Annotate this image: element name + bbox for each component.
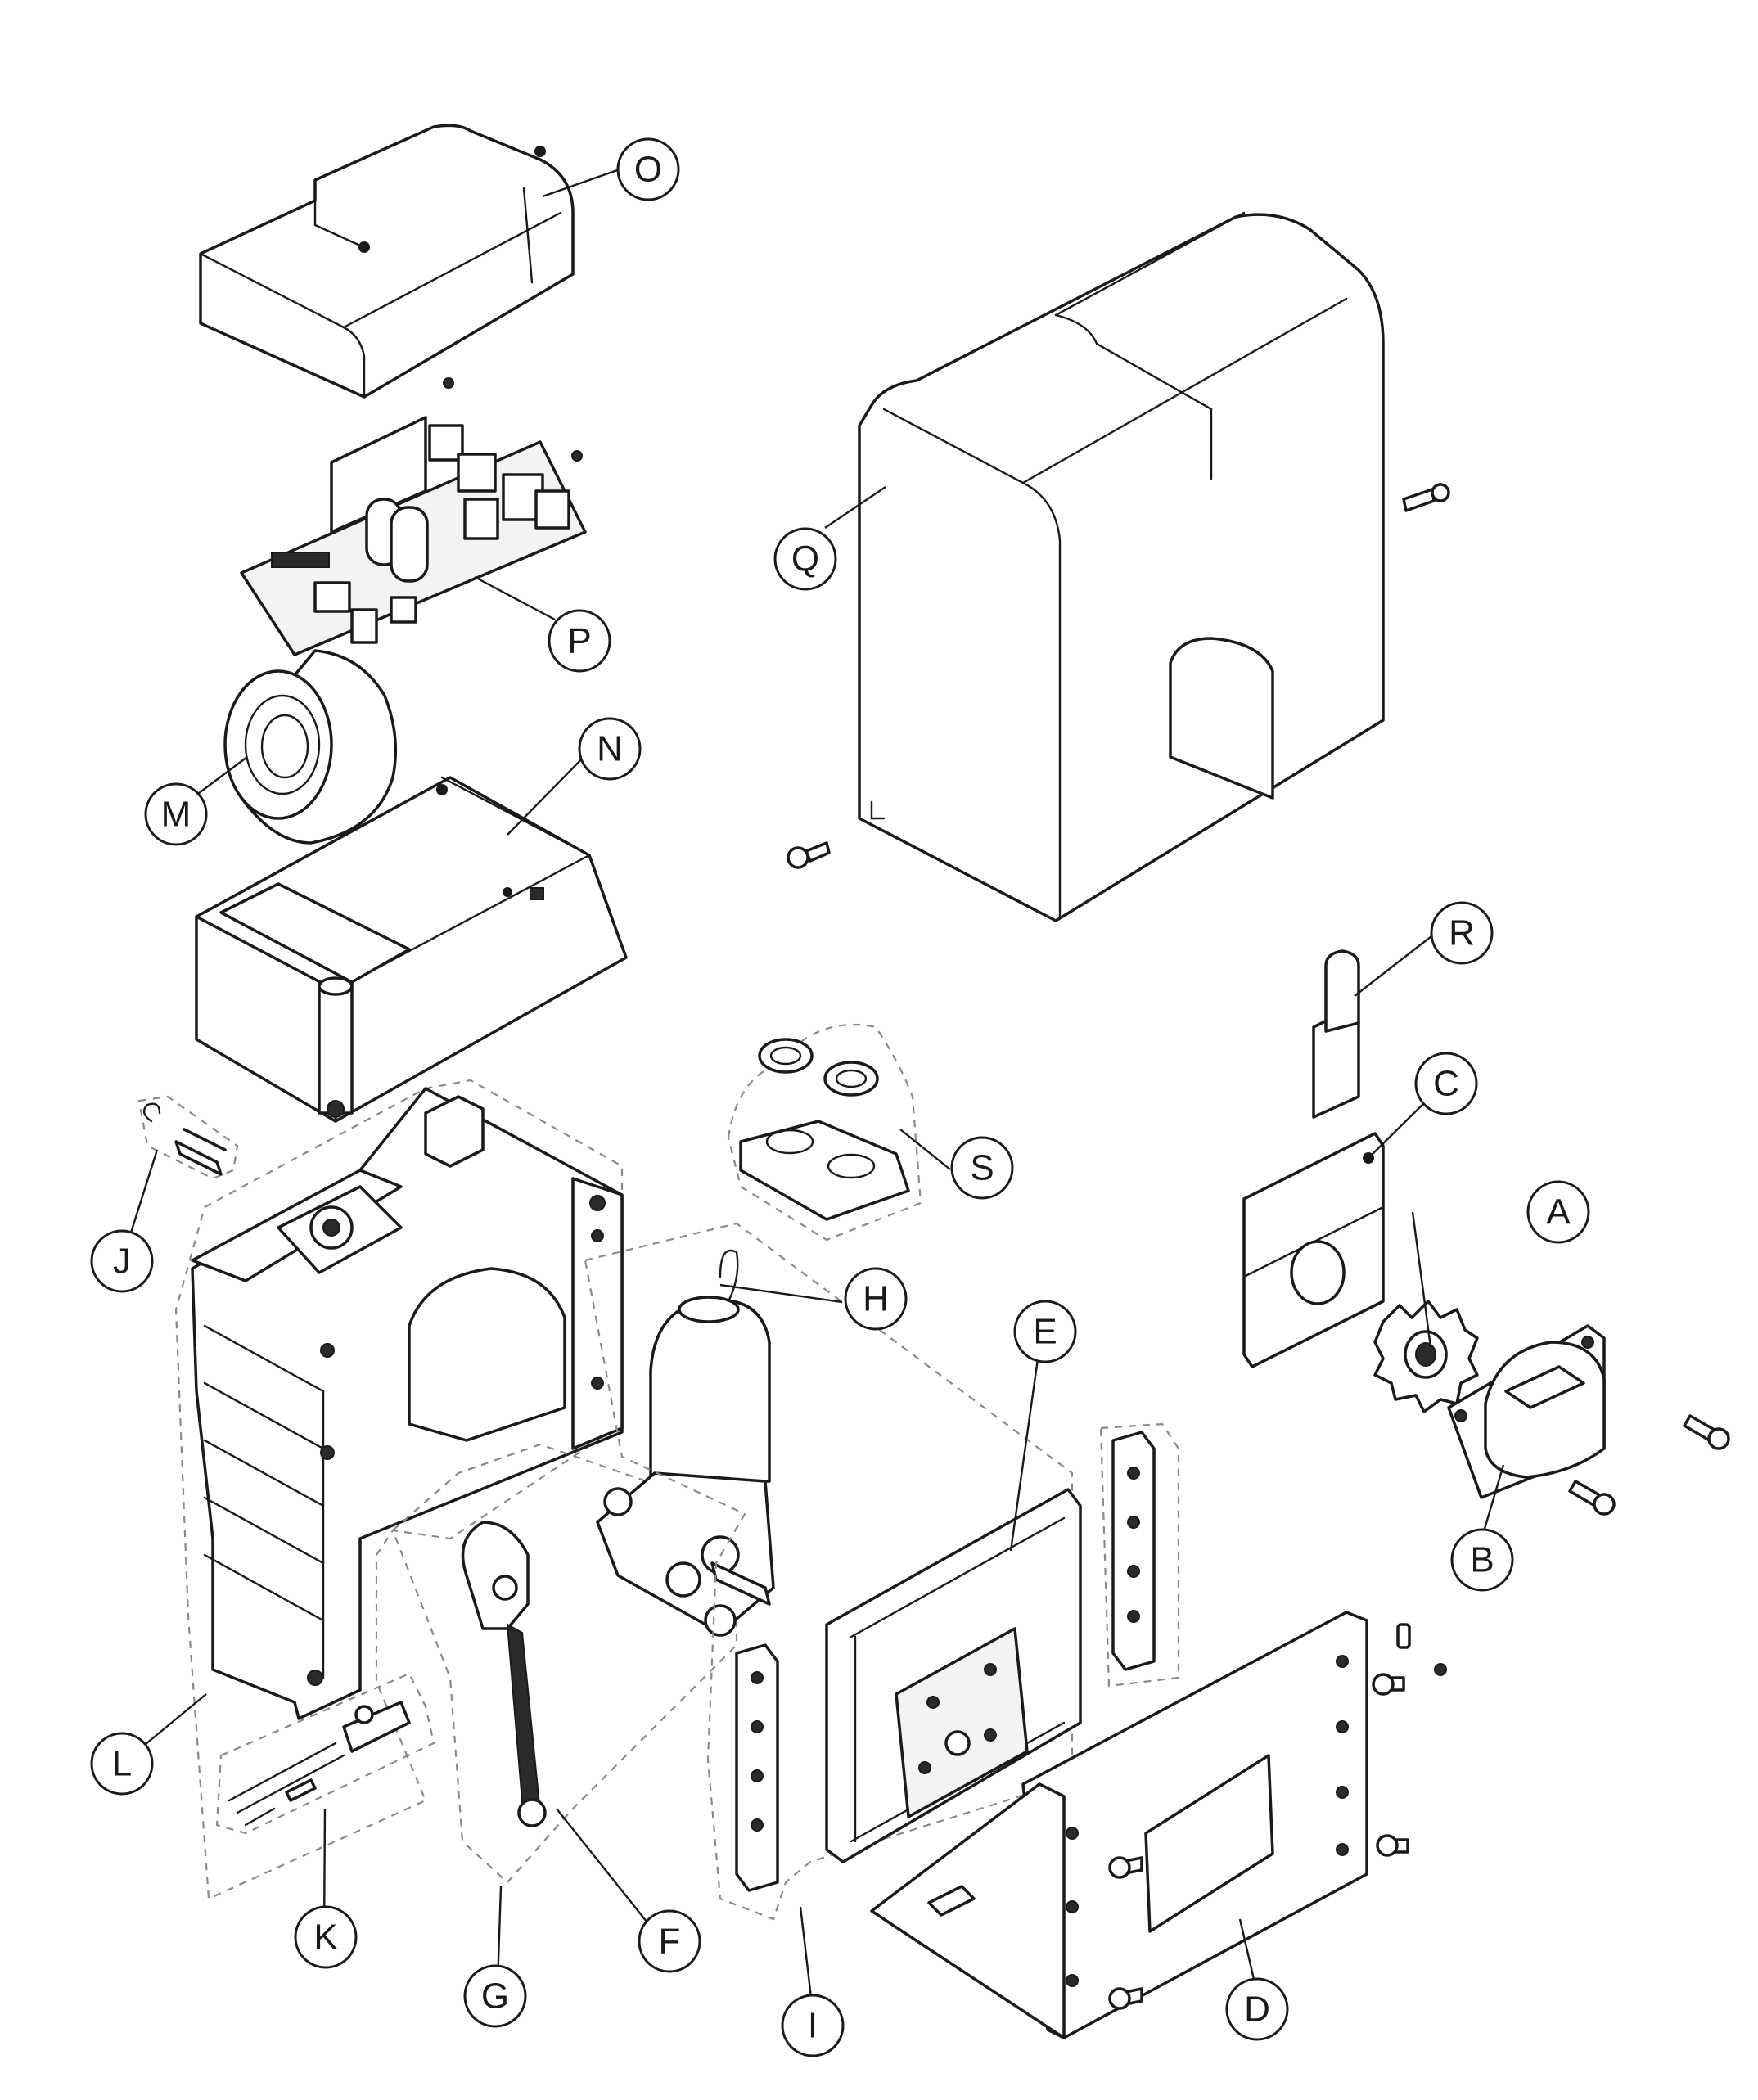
callout-e: E [1013, 1300, 1077, 1363]
callout-a: A [1526, 1180, 1590, 1244]
leader-lines [120, 168, 1505, 2012]
svg-text:S: S [970, 1148, 994, 1188]
group-outline-i [584, 1222, 1074, 1921]
callout-j: J [90, 1229, 154, 1293]
screw-icon [443, 377, 454, 389]
svg-text:O: O [634, 150, 662, 190]
group-outline-g [391, 1443, 738, 1884]
screw-icon [1376, 1834, 1409, 1857]
svg-text:K: K [313, 1917, 337, 1958]
callout-r: R [1430, 901, 1494, 965]
svg-text:L: L [112, 1744, 132, 1784]
svg-text:D: D [1244, 1990, 1270, 2030]
screw-icon [1396, 1623, 1447, 1676]
callout-i: I [781, 1994, 845, 2057]
svg-text:G: G [481, 1976, 509, 2017]
callout-c: C [1414, 1052, 1478, 1115]
callout-d: D [1225, 1977, 1289, 2041]
part-a-pinion-gear [1373, 1300, 1479, 1413]
screw-icon [1372, 1673, 1405, 1696]
part-b-pinion-housing [1447, 1324, 1606, 1499]
part-k-limit-switch [228, 1701, 411, 1827]
callout-o: O [616, 137, 680, 201]
part-m-transformer [223, 649, 398, 845]
screw-icon [1108, 1987, 1143, 2010]
callout-f: F [638, 1909, 701, 1973]
svg-text:E: E [1033, 1312, 1057, 1352]
screw-icon [1568, 1480, 1616, 1516]
group-outline-s [727, 1023, 922, 1242]
callout-k: K [294, 1905, 358, 1969]
part-g-release-lever [461, 1521, 547, 1827]
callout-h: H [844, 1267, 908, 1331]
part-o-electronics-cover [199, 124, 575, 399]
svg-text:C: C [1433, 1064, 1459, 1104]
group-outline-k [215, 1672, 435, 1835]
part-r-release-key [1312, 949, 1360, 1119]
part-c-cover-plate [1242, 1132, 1385, 1368]
part-e-mounting-plate [825, 1488, 1082, 1863]
part-j-fuse [142, 1102, 227, 1176]
group-outline-j [137, 1095, 239, 1180]
callout-g: G [463, 1964, 527, 2028]
part-n-control-box [195, 776, 628, 1123]
part-d-base-bracket [870, 1611, 1368, 2039]
callout-m: M [144, 782, 208, 846]
group-outline-l [174, 1079, 624, 1900]
part-l-gear-housing [191, 1087, 624, 1720]
part-s-cable-plate [739, 1038, 910, 1221]
screw-icon [1683, 1414, 1730, 1450]
svg-text:A: A [1546, 1192, 1571, 1233]
svg-text:I: I [808, 2006, 818, 2046]
callout-n: N [578, 717, 642, 781]
screw-icon [787, 841, 831, 869]
part-i-bracket [735, 1643, 779, 1892]
screw-icon [1402, 483, 1450, 512]
svg-text:B: B [1470, 1540, 1494, 1580]
svg-text:F: F [659, 1922, 681, 1962]
callout-s: S [950, 1136, 1014, 1200]
part-i-rail-plate [1099, 1422, 1180, 1688]
callout-l: L [90, 1732, 154, 1796]
svg-text:N: N [597, 729, 623, 769]
callout-q: Q [773, 527, 837, 591]
svg-text:R: R [1449, 913, 1475, 953]
svg-text:P: P [567, 621, 591, 661]
svg-text:J: J [113, 1242, 131, 1282]
screw-icon [1108, 1856, 1143, 1879]
svg-text:H: H [863, 1279, 889, 1319]
callout-b: B [1450, 1528, 1514, 1592]
part-h-motor [596, 1249, 775, 1637]
screw-icon [571, 450, 583, 462]
svg-text:Q: Q [791, 539, 819, 579]
callout-p: P [548, 609, 611, 673]
part-q-main-cover [858, 211, 1385, 922]
svg-text:M: M [161, 795, 192, 835]
part-p-control-board [240, 416, 587, 656]
